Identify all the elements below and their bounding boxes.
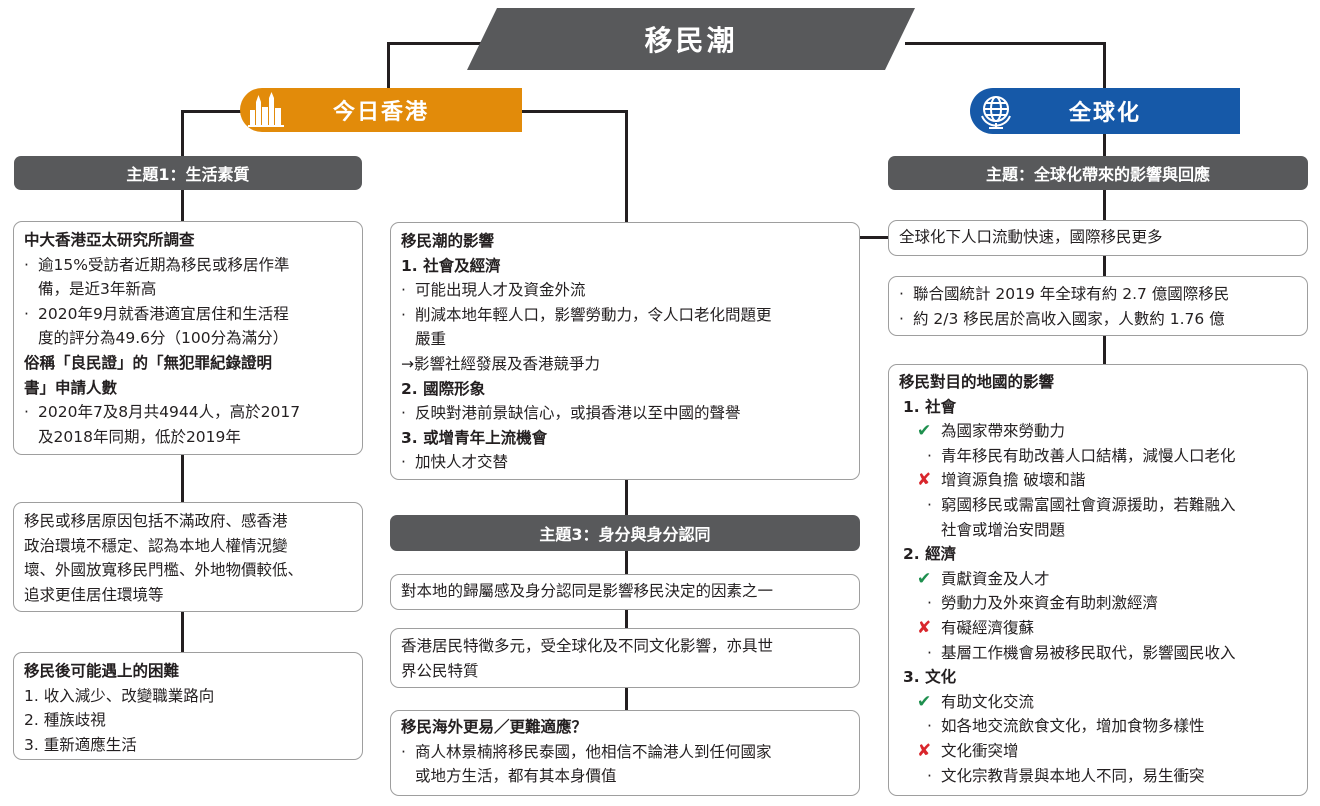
survey-bullet-1-cont: 備，是近3年新高 <box>38 280 157 299</box>
impact-section-1-bullet-1: 可能出現人才及資金外流 <box>401 278 849 303</box>
globalisation-label: 全球化 <box>1068 101 1141 126</box>
globe-icon <box>976 92 1016 130</box>
dest-social-heading: 1. 社會 <box>903 397 957 416</box>
impact-section-2-bullet-1: 反映對港前景缺信心，或損香港以至中國的聲譽 <box>401 401 849 426</box>
impact-section-2: 2. 國際形象 <box>401 379 486 398</box>
dest-economy-heading: 2. 經濟 <box>903 545 957 564</box>
survey-bullet-2: 2020年9月就香港適宜居住和生活程 <box>24 302 352 327</box>
dest-social-positive-detail: 青年移民有助改善人口結構，減慢人口老化 <box>899 444 1297 469</box>
impact-heading: 移民潮的影響 <box>401 232 495 250</box>
cross-icon: ✘ <box>917 740 932 761</box>
dest-culture-positive: ✔有助文化交流 <box>899 690 1297 715</box>
residents-line-1: 香港居民特徵多元，受全球化及不同文化影響，亦具世 <box>401 637 774 655</box>
hong-kong-today-label: 今日香港 <box>332 100 429 125</box>
cross-icon: ✘ <box>917 470 932 491</box>
check-icon: ✔ <box>917 568 932 589</box>
survey-bullet-3-cont: 及2018年同期，低於2019年 <box>38 427 241 446</box>
connector-left-banner-left-h <box>181 110 251 113</box>
identity-box: 對本地的歸屬感及身分認同是影響移民決定的因素之一 <box>390 574 860 610</box>
dest-culture-positive-detail: 如各地交流飲食文化，增加食物多樣性 <box>899 714 1297 739</box>
survey-bullet-1: 逾15%受訪者近期為移民或移居作準 <box>24 253 352 278</box>
global-flow-box: 全球化下人口流動快速，國際移民更多 <box>888 220 1308 256</box>
dest-economy-negative: ✘有礙經濟復蘇 <box>899 616 1297 641</box>
survey-box: 中大香港亞太研究所調查 逾15%受訪者近期為移民或移居作準 備，是近3年新高 2… <box>13 221 363 455</box>
survey-heading-2-cont: 書」申請人數 <box>24 378 118 397</box>
residents-box: 香港居民特徵多元，受全球化及不同文化影響，亦具世 界公民特質 <box>390 628 860 688</box>
dest-culture-heading: 3. 文化 <box>903 668 957 687</box>
connector-left-banner-left-v <box>181 110 184 160</box>
connector-left-banner-right-h <box>521 110 628 113</box>
impact-section-1-bullet-2: 削減本地年輕人口，影響勞動力，令人口老化問題更 <box>401 303 849 328</box>
un-stats-bullet-2: 約 2/3 移民居於高收入國家，人數約 1.76 億 <box>899 307 1297 332</box>
dest-social-positive: ✔為國家帶來勞動力 <box>899 419 1297 444</box>
adapt-heading: 移民海外更易／更難適應？ <box>401 718 588 736</box>
un-stats-box: 聯合國統計 2019 年全球有約 2.7 億國際移民 約 2/3 移民居於高收入… <box>888 276 1308 336</box>
adapt-bullet: 商人林景楠將移民泰國，他相信不論港人到任何國家 <box>401 740 849 765</box>
difficulties-item-2: 2. 種族歧視 <box>24 711 106 730</box>
hong-kong-today-banner: 今日香港 <box>240 88 522 132</box>
difficulties-heading: 移民後可能遇上的困難 <box>24 662 180 680</box>
reasons-line-3: 壞、外國放寬移民門檻、外地物價較低、 <box>24 561 304 580</box>
reasons-box: 移民或移居原因包括不滿政府、感香港 政治環境不穩定、認為本地人權情況變 壞、外國… <box>13 502 363 612</box>
dest-economy-positive-detail: 勞動力及外來資金有助刺激經濟 <box>899 591 1297 616</box>
connector-center-right-h <box>858 236 890 239</box>
cross-icon: ✘ <box>917 617 932 638</box>
survey-bullet-2-cont: 度的評分為49.6分（100分為滿分） <box>38 329 289 348</box>
globalisation-banner: 全球化 <box>970 88 1240 134</box>
impact-section-1: 1. 社會及經濟 <box>401 256 501 275</box>
difficulties-item-1: 1. 收入減少、改變職業路向 <box>24 686 215 705</box>
survey-heading-2: 俗稱「良民證」的「無犯罪紀錄證明 <box>24 353 273 372</box>
dest-social-negative-detail-cont: 社會或增治安問題 <box>941 520 1066 539</box>
theme1-bar: 主題1：生活素質 <box>14 156 362 190</box>
impact-section-3: 3. 或增青年上流機會 <box>401 428 548 447</box>
un-stats-bullet-1: 聯合國統計 2019 年全球有約 2.7 億國際移民 <box>899 282 1297 307</box>
destination-impact-box: 移民對目的地國的影響 1. 社會 ✔為國家帶來勞動力 青年移民有助改善人口結構，… <box>888 364 1308 796</box>
connector-title-right-h <box>905 42 1105 45</box>
connector-title-right-v <box>1103 42 1106 88</box>
reasons-line-1: 移民或移居原因包括不滿政府、感香港 <box>24 512 288 530</box>
difficulties-box: 移民後可能遇上的困難 1. 收入減少、改變職業路向 2. 種族歧視 3. 重新適… <box>13 652 363 760</box>
difficulties-item-3: 3. 重新適應生活 <box>24 735 137 754</box>
residents-line-2: 界公民特質 <box>401 661 479 680</box>
dest-heading: 移民對目的地國的影響 <box>899 373 1055 391</box>
dest-social-negative: ✘增資源負擔 破壞和諧 <box>899 468 1297 493</box>
global-flow-text: 全球化下人口流動快速，國際移民更多 <box>899 228 1163 246</box>
page-title: 移民潮 <box>644 24 738 57</box>
impact-section-3-bullet-1: 加快人才交替 <box>401 450 849 475</box>
dest-culture-negative: ✘文化衝突增 <box>899 739 1297 764</box>
theme3-bar: 主題3：身分與身分認同 <box>390 515 860 551</box>
reasons-line-2: 政治環境不穩定、認為本地人權情況變 <box>24 536 288 555</box>
survey-bullet-3: 2020年7及8月共4944人，高於2017 <box>24 400 352 425</box>
theme-right-bar: 主題：全球化帶來的影響與回應 <box>888 156 1308 190</box>
identity-text: 對本地的歸屬感及身分認同是影響移民決定的因素之一 <box>401 582 774 600</box>
check-icon: ✔ <box>917 691 932 712</box>
dest-economy-positive: ✔貢獻資金及人才 <box>899 567 1297 592</box>
survey-heading: 中大香港亞太研究所調查 <box>24 231 195 249</box>
impact-section-1-bullet-2-cont: 嚴重 <box>415 330 447 349</box>
adapt-bullet-cont: 或地方生活，都有其本身價值 <box>415 767 617 786</box>
title-banner: 移民潮 <box>467 8 915 70</box>
city-skyline-icon <box>246 92 286 128</box>
title-banner-shape <box>467 8 915 70</box>
adapt-box: 移民海外更易／更難適應？ 商人林景楠將移民泰國，他相信不論港人到任何國家 或地方… <box>390 710 860 796</box>
impact-box: 移民潮的影響 1. 社會及經濟 可能出現人才及資金外流 削減本地年輕人口，影響勞… <box>390 222 860 480</box>
check-icon: ✔ <box>917 421 932 442</box>
connector-title-left-h <box>387 42 497 45</box>
reasons-line-4: 追求更佳居住環境等 <box>24 585 164 604</box>
dest-economy-negative-detail: 基層工作機會易被移民取代，影響國民收入 <box>899 641 1297 666</box>
impact-arrow-line: →影響社經發展及香港競爭力 <box>401 354 600 373</box>
connector-title-left-v <box>387 42 390 110</box>
dest-social-negative-detail: 窮國移民或需富國社會資源援助，若難融入 <box>899 493 1297 518</box>
dest-culture-negative-detail: 文化宗教背景與本地人不同，易生衝突 <box>899 764 1297 789</box>
